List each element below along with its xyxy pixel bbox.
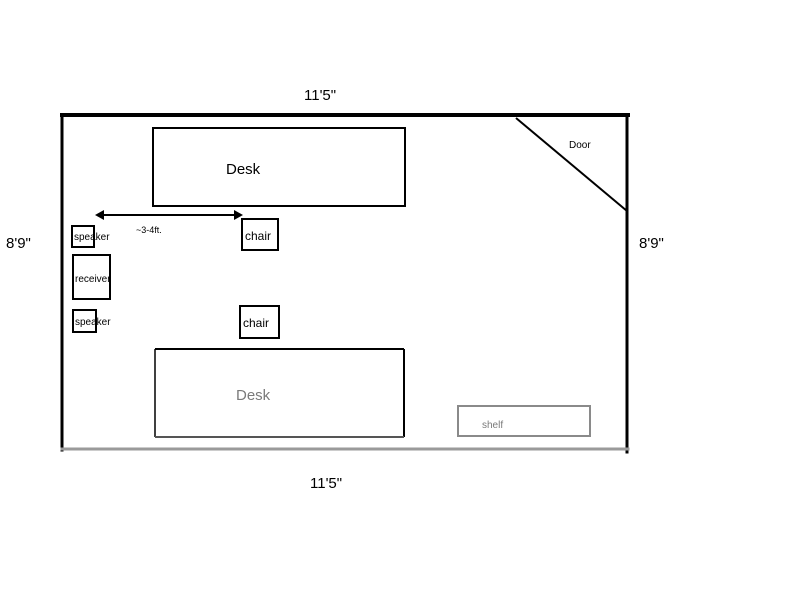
desk-bottom bbox=[154, 348, 405, 438]
arrow-head-left bbox=[95, 210, 104, 220]
speaker-bottom bbox=[72, 309, 97, 333]
distance-arrow bbox=[95, 210, 243, 220]
dimension-bottom: 11'5" bbox=[310, 475, 342, 492]
chair-top bbox=[241, 218, 279, 251]
receiver-label: receiver bbox=[75, 274, 111, 285]
arrow-head-right bbox=[234, 210, 243, 220]
speaker-bottom-label: speaker bbox=[75, 317, 111, 328]
shelf bbox=[457, 405, 591, 437]
speaker-top-label: speaker bbox=[74, 232, 110, 243]
dimension-left: 8'9" bbox=[6, 235, 31, 252]
desk-top-label: Desk bbox=[226, 161, 261, 178]
dimension-right: 8'9" bbox=[639, 235, 664, 252]
chair-bottom-label: chair bbox=[243, 316, 269, 330]
dimension-top: 11'5" bbox=[304, 87, 336, 104]
chair-bottom bbox=[239, 305, 280, 339]
chair-top-label: chair bbox=[245, 229, 271, 243]
desk-top bbox=[152, 127, 406, 207]
door-swing-line bbox=[515, 117, 628, 212]
room-walls bbox=[60, 113, 630, 454]
shelf-label: shelf bbox=[482, 420, 503, 431]
door-label: Door bbox=[569, 140, 591, 151]
speaker-top bbox=[71, 225, 95, 248]
receiver bbox=[72, 254, 111, 300]
desk-bottom-label: Desk bbox=[236, 387, 271, 404]
distance-label: ~3-4ft. bbox=[136, 225, 162, 235]
